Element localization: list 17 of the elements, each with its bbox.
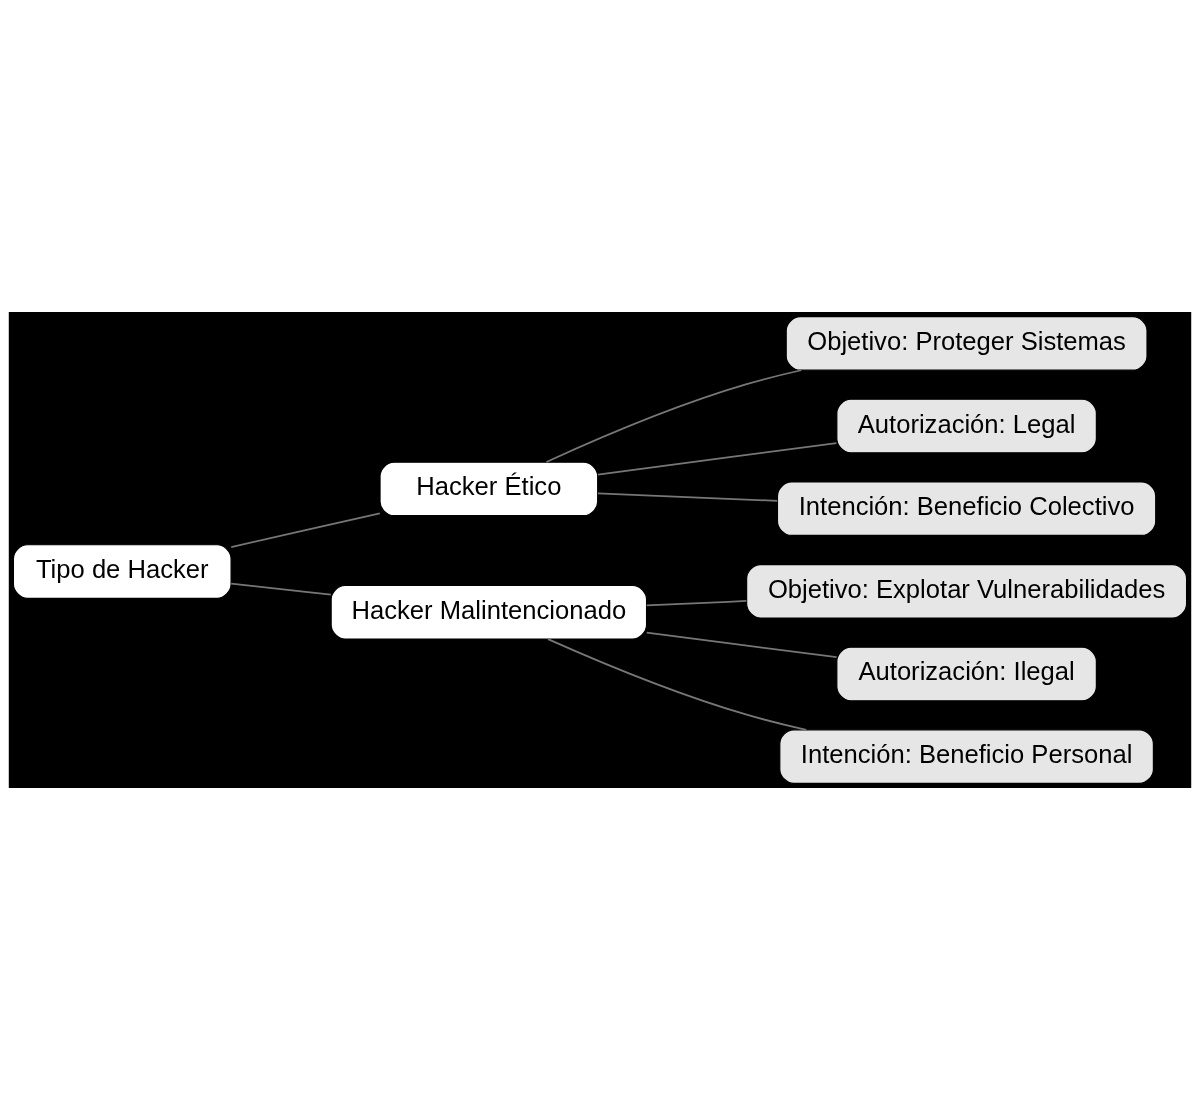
connector <box>230 582 332 596</box>
connector <box>545 368 803 463</box>
node-box: Objetivo: Explotar Vulnerabilidades <box>746 563 1188 619</box>
node-box: Autorización: Legal <box>836 398 1097 453</box>
connector <box>547 637 808 731</box>
connector <box>597 441 838 475</box>
node-box: Hacker Malintencionado <box>330 584 648 640</box>
node-box: Intención: Beneficio Colectivo <box>776 480 1157 536</box>
connector <box>645 599 748 606</box>
node-box: Tipo de Hacker <box>12 543 232 599</box>
node-box: Objetivo: Proteger Sistemas <box>785 315 1148 371</box>
connector <box>597 492 779 502</box>
connector <box>645 631 838 658</box>
node-box: Hacker Ético <box>379 461 599 516</box>
connector <box>230 512 381 548</box>
node-box: Autorización: Ilegal <box>836 646 1097 701</box>
node-box: Intención: Beneficio Personal <box>779 728 1154 784</box>
